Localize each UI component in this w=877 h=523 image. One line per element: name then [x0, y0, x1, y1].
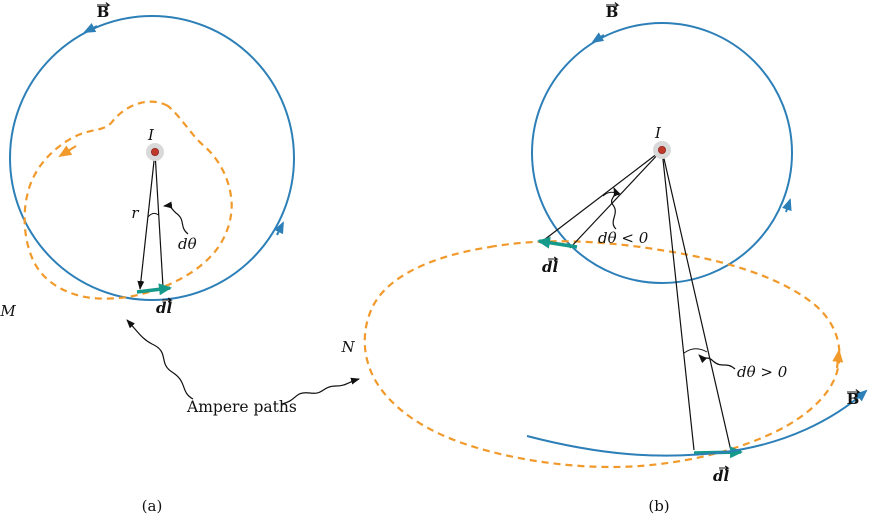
caption-a: (a) — [142, 497, 163, 515]
ampere-paths-label: Ampere paths — [186, 398, 297, 416]
dtheta-pointer-squiggle — [611, 187, 621, 230]
sight-line — [539, 149, 663, 244]
dl-label: dl — [156, 299, 172, 317]
vector-arrow-icon — [548, 256, 559, 262]
path-direction-arrow-icon — [58, 145, 77, 158]
sight-line — [569, 149, 663, 249]
panel-a: B I r dθ dl M (a) — [0, 2, 295, 515]
field-line-circle — [531, 22, 793, 284]
ampere-paths-annotation: Ampere paths — [126, 319, 360, 416]
dtheta-label: dθ — [178, 235, 197, 253]
dtheta-angle-arc — [683, 348, 708, 354]
dtheta-angle-arc — [147, 212, 159, 218]
vector-arrow-icon — [97, 2, 111, 8]
vector-arrow-icon — [719, 465, 730, 471]
caption-b: (b) — [648, 497, 669, 515]
current-dot — [658, 145, 667, 154]
dl-label: dl — [713, 467, 729, 485]
dl-vector — [136, 283, 172, 296]
current-label: I — [147, 126, 155, 144]
vector-arrow-icon — [162, 297, 173, 303]
path-direction-arrow-icon — [832, 349, 844, 369]
sight-line — [661, 149, 732, 452]
dl-label: dl — [542, 258, 558, 276]
current-label: I — [654, 124, 662, 142]
dl-vector — [537, 236, 578, 249]
vector-arrow-icon — [606, 2, 620, 8]
field-direction-arrow-icon — [83, 23, 98, 33]
current-dot — [150, 147, 159, 156]
dtheta-positive-label: dθ > 0 — [737, 363, 788, 381]
panel-b: B I dθ < 0 dθ > 0 dl dl N B — [340, 2, 868, 515]
vector-arrow-icon — [847, 389, 861, 395]
dtheta-negative-label: dθ < 0 — [598, 229, 649, 247]
radius-label: r — [131, 204, 139, 222]
path-m-label: M — [0, 302, 16, 320]
field-line-circle — [9, 15, 295, 301]
annotation-squiggle-left — [126, 319, 194, 400]
dtheta-pointer-squiggle — [698, 354, 736, 370]
field-line-arc — [526, 389, 868, 457]
annotation-squiggle-right — [281, 377, 360, 405]
field-direction-arrow-icon — [591, 32, 605, 44]
field-direction-arrow-icon — [782, 198, 792, 213]
dtheta-pointer-squiggle — [163, 201, 189, 235]
radius-line — [154, 151, 164, 288]
ampere-path-n — [363, 240, 841, 469]
sight-line — [661, 149, 695, 451]
path-n-label: N — [340, 338, 355, 356]
ampere-path-m — [23, 100, 233, 300]
field-direction-arrow-icon — [274, 221, 284, 236]
radius-vector-line — [137, 151, 156, 290]
